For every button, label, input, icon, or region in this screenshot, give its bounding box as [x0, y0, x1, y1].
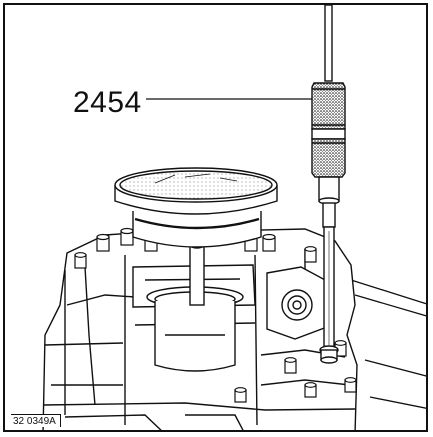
figure-id-label: 32 0349A — [11, 414, 61, 427]
part-number-label: 2454 — [73, 86, 142, 119]
slide-hammer-2454 — [311, 5, 346, 364]
technical-illustration — [42, 5, 426, 430]
figure-frame: 2454 32 0349A — [3, 3, 428, 432]
disc-fixture — [114, 167, 278, 248]
gearbox-housing — [42, 228, 358, 430]
